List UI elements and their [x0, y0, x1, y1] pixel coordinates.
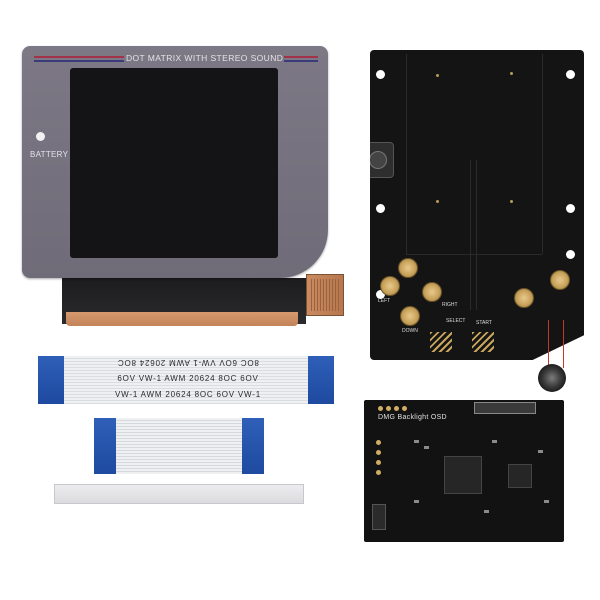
pcb-trace: [406, 254, 542, 255]
smd-component: [424, 446, 429, 449]
osd-backlight-board: DMG Backlight OSD: [364, 400, 564, 542]
speaker-icon: [538, 364, 566, 392]
gold-pad: [376, 470, 381, 475]
pcb-pad: [510, 200, 513, 203]
mounting-hole: [566, 250, 575, 259]
battery-label: BATTERY: [30, 150, 69, 159]
pcb-label-start: START: [476, 320, 492, 326]
pcb-label-down: DOWN: [402, 328, 418, 334]
osd-connector-small: [372, 504, 386, 530]
ribbon-print-line-2: 6OV VW-1 AWM 20624 8OC 6OV: [117, 374, 259, 383]
ribbon-tab-right: [308, 356, 334, 404]
gold-pad: [376, 440, 381, 445]
smd-component: [414, 440, 419, 443]
dpad-contact-right: [422, 282, 442, 302]
gold-pad: [402, 406, 407, 411]
pcb-trace: [406, 54, 407, 254]
pcb-pad: [436, 200, 439, 203]
select-pad-grid: [430, 332, 452, 352]
ribbon-print-line-3: VW-1 AWM 20624 8OC 6OV VW-1: [115, 390, 261, 399]
pcb-trace: [542, 54, 543, 254]
start-pad-grid: [472, 332, 494, 352]
osd-secondary-chip: [508, 464, 532, 488]
lens-stripe-red-right: [284, 56, 318, 58]
speaker-wire: [548, 320, 564, 368]
lens-display-window: [70, 68, 278, 258]
lens-stripe-blue: [34, 60, 124, 62]
lcd-side-connector: [306, 274, 344, 316]
dpad-contact-down: [400, 306, 420, 326]
pcb-trace: [476, 160, 477, 310]
smd-component: [484, 510, 489, 513]
smd-component: [544, 500, 549, 503]
lens-stripe-blue-right: [284, 60, 318, 62]
lens-title: DOT MATRIX WITH STEREO SOUND: [126, 53, 284, 63]
ribbon-tab-left: [38, 356, 64, 404]
smd-component: [538, 450, 543, 453]
battery-led-icon: [36, 132, 45, 141]
osd-board-label: DMG Backlight OSD: [378, 414, 447, 421]
insulation-strip: [54, 484, 304, 504]
mounting-hole: [566, 204, 575, 213]
gold-pad: [376, 460, 381, 465]
mounting-hole: [376, 204, 385, 213]
osd-ribbon-connector: [474, 402, 536, 414]
mounting-hole: [376, 290, 385, 299]
button-contact-b: [514, 288, 534, 308]
pcb-label-select: SELECT: [446, 318, 466, 324]
pcb-label-left: LEFT: [378, 298, 391, 304]
screen-lens: DOT MATRIX WITH STEREO SOUND BATTERY: [22, 46, 328, 278]
gold-pad: [386, 406, 391, 411]
pcb-trace: [470, 160, 471, 310]
gold-pad: [376, 450, 381, 455]
dpad-contact-up: [398, 258, 418, 278]
ribbon-tab-right: [242, 418, 264, 474]
mounting-hole: [376, 70, 385, 79]
main-pcb: LEFT RIGHT DOWN SELECT START: [370, 50, 584, 360]
pcb-pad: [436, 74, 439, 77]
osd-main-chip: [444, 456, 482, 494]
lcd-copper-flex: [66, 312, 298, 326]
mounting-hole: [566, 70, 575, 79]
pcb-pad: [510, 72, 513, 75]
volume-potentiometer: [370, 142, 394, 178]
button-contact-a: [550, 270, 570, 290]
ribbon-print-line-1: 8OC 6OV VW-1 AWM 20624 8OC: [117, 358, 259, 367]
gold-pad: [378, 406, 383, 411]
potentiometer-knob-icon: [370, 151, 387, 169]
short-ribbon-cable: [94, 418, 264, 474]
dpad-contact-left: [380, 276, 400, 296]
smd-component: [492, 440, 497, 443]
pcb-label-right: RIGHT: [442, 302, 458, 308]
lens-stripe-red: [34, 56, 124, 58]
long-ribbon-cable: 8OC 6OV VW-1 AWM 20624 8OC 6OV VW-1 AWM …: [38, 356, 334, 404]
ribbon-tab-left: [94, 418, 116, 474]
gold-pad: [394, 406, 399, 411]
smd-component: [414, 500, 419, 503]
